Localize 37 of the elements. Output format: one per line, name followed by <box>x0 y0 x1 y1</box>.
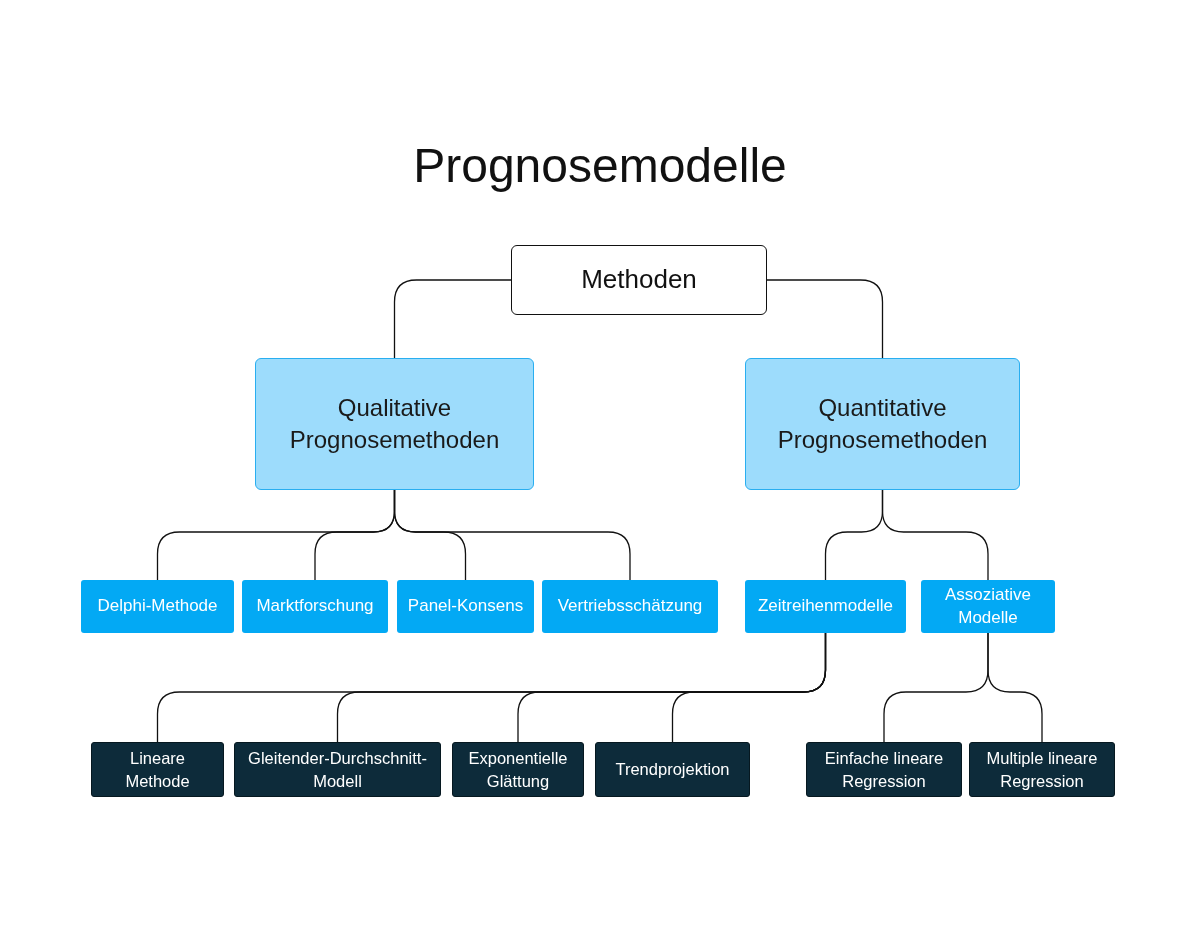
connector-line <box>766 279 884 359</box>
method-box <box>397 580 534 633</box>
method-box <box>921 580 1055 633</box>
box-label: Zeitreihenmodelle <box>757 595 894 618</box>
method-box <box>242 580 388 633</box>
method-box <box>81 580 234 633</box>
connector-line <box>393 489 631 581</box>
connector-line <box>393 279 512 359</box>
box-label: Quantitative Prognosemethoden <box>776 392 989 455</box>
root-box <box>511 245 767 315</box>
box-label: Qualitative Prognosemethoden <box>288 392 501 455</box>
box-label: Delphi-Methode <box>97 595 218 618</box>
box-label: Vertriebsschätzung <box>557 595 703 618</box>
box-label: Lineare Methode <box>124 748 191 792</box>
model-box <box>234 742 441 797</box>
method-box <box>745 580 906 633</box>
model-box <box>595 742 750 797</box>
diagram-title: Prognosemodelle <box>412 138 788 193</box>
connector-line <box>987 632 1043 743</box>
model-box <box>969 742 1115 797</box>
model-box <box>91 742 224 797</box>
method-box <box>542 580 718 633</box>
box-label: Exponentielle Glättung <box>467 748 569 792</box>
category-box <box>745 358 1020 490</box>
model-box <box>452 742 584 797</box>
category-box <box>255 358 534 490</box>
connector-line <box>671 632 827 743</box>
box-label: Panel-Konsens <box>407 595 524 618</box>
box-label: Marktforschung <box>256 595 374 618</box>
box-label: Methoden <box>581 263 697 297</box>
box-label: Assoziative Modelle <box>944 583 1032 629</box>
box-label: Trendprojektion <box>615 759 730 781</box>
model-box <box>806 742 962 797</box>
box-label: Einfache lineare Regression <box>823 748 945 792</box>
connector-line <box>881 489 989 581</box>
box-label: Multiple lineare Regression <box>985 748 1099 792</box>
box-label: Gleitender-Durchschnitt-Modell <box>247 748 428 792</box>
